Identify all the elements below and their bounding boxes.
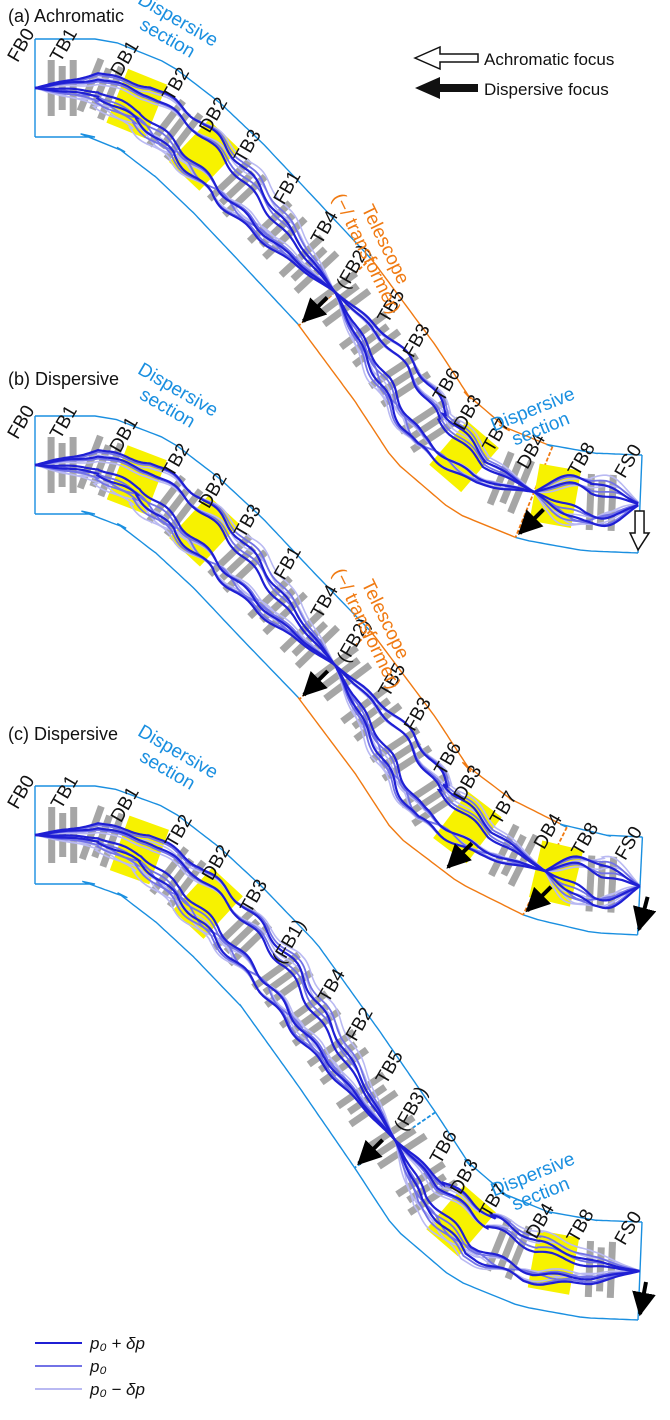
component-label: TB6 [426,1127,462,1168]
component-label: FB0 [4,25,40,66]
component-label: FB1 [270,167,306,208]
quadrupole-magnet [335,1071,386,1110]
quadrupole-magnet [369,726,421,764]
dispersive-focus-arrow [518,507,545,535]
component-label: DB3 [450,392,487,435]
quadrupole-magnet [410,416,461,453]
achromatic-focus-key-icon [413,45,479,71]
dispersive-focus-arrow [525,885,553,913]
component-label: DB2 [198,842,235,885]
dispersive-focus-arrow [632,1281,656,1317]
dispersive-focus-key-label: Dispersive focus [484,80,609,99]
trajectory-plus [34,463,641,902]
quadrupole-magnet [380,371,432,408]
dispersive-focus-key-icon [415,77,478,99]
trajectory-plus [34,72,639,505]
dispersive-section-outline [35,133,300,326]
component-label: FB3 [399,320,435,361]
legend-label-nominal: p₀ [89,1357,107,1376]
quadrupole-magnet [279,609,325,653]
dispersive-focus-arrow [632,896,657,932]
dispersive-focus-arrow [446,841,474,869]
trajectory-nominal [34,824,640,1272]
trajectory-plus [34,827,640,1273]
quadrupole-magnet [500,834,527,877]
quadrupole-magnet [486,451,515,506]
dispersive-section-outline [354,1167,639,1321]
achromatic-focus-key-label: Achromatic focus [484,50,614,69]
quadrupole-magnet [278,234,325,278]
telescope-outline [297,323,516,539]
component-label: DB2 [196,94,233,137]
component-label: DB2 [195,470,232,513]
trajectory-plus [34,448,641,887]
focus-key: Achromatic focus Dispersive focus [413,45,614,99]
telescope-outline [369,630,568,828]
quadrupole-magnet [246,200,293,244]
trajectory-plus [34,86,639,520]
component-label: FB1 [270,543,306,584]
dispersive-section-outline [35,785,436,1113]
quadrupole-magnet [507,833,540,887]
quadrupole-magnet [294,624,340,669]
dispersive-section-outline [522,914,638,936]
component-label: FB0 [4,772,40,813]
trajectory-plus [34,833,640,1286]
dispersive-section-label: Dispersivesection [124,721,222,802]
quadrupole-magnet [163,112,204,161]
quadrupole-magnet [499,460,523,505]
component-label: TB2 [159,440,195,481]
dispersive-section-outline [546,443,643,456]
component-label: DB3 [446,1156,483,1199]
component-label: TB1 [46,25,82,66]
component-label: TB1 [47,772,83,813]
quadrupole-magnet [322,288,372,328]
quadrupole-magnet [507,459,535,514]
panel-title: (a) Achromatic [8,6,124,26]
dispersive-focus-arrow [301,295,329,323]
component-label: FB0 [4,402,40,443]
quadrupole-magnet [323,662,373,702]
component-label: TB6 [429,365,465,406]
component-label: FB3 [400,694,436,735]
component-label: TB1 [46,402,82,443]
component-label: TB3 [237,876,273,917]
telescope-outline [297,697,524,916]
trajectory-nominal [34,829,640,1272]
trajectory-plus [34,833,640,1281]
dipole-magnet [429,420,499,493]
component-label: TB2 [159,64,195,105]
panel-title: (b) Dispersive [8,369,119,389]
legend-label-plus: p₀ + δp [89,1334,145,1353]
dispersive-section-outline [35,510,301,700]
trajectory-minus [34,826,640,1272]
quadrupole-magnet [163,488,204,537]
quadrupole-magnet [606,1241,617,1299]
dispersive-focus-arrow [357,1138,385,1166]
component-label: (FB3) [391,1083,433,1135]
dispersive-section-outline [434,1111,643,1223]
quadrupole-magnet [293,250,340,294]
achromatic-focus-arrow [628,510,651,552]
dispersive-section-outline [35,415,371,632]
dispersive-section-outline [515,536,639,554]
dispersive-section-label: Dispersivesection [124,0,222,70]
dispersive-focus-arrow [302,669,330,697]
trajectory-plus [34,822,640,1272]
panel-title: (c) Dispersive [8,724,118,744]
quadrupole-magnet [340,684,390,725]
dispersive-section-outline [35,38,372,260]
trajectory-legend: p₀ + δp p₀ p₀ − δp [35,1334,145,1399]
dispersive-section-outline [559,823,643,838]
component-label: TB2 [161,811,197,852]
dispersive-section-outline [35,880,356,1169]
component-label: DB3 [450,762,487,805]
legend-label-minus: p₀ − δp [89,1380,145,1399]
telescope-outline [370,258,553,448]
quadrupole-magnet [338,311,389,350]
